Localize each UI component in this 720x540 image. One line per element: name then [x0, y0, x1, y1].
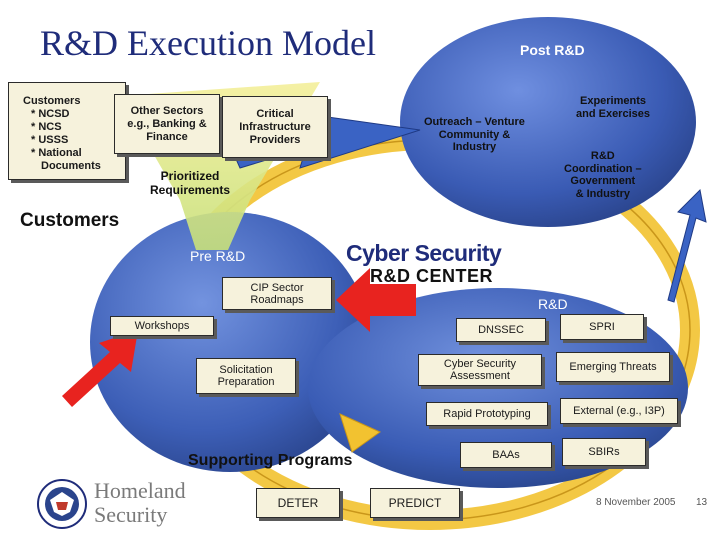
rd-item-spri: SPRI	[560, 314, 644, 340]
rd-title: R&D	[538, 296, 568, 312]
rd-item-label: DNSSEC	[478, 324, 524, 336]
logo-line-2: R&D CENTER	[370, 266, 494, 286]
solicitation-box: Solicitation Preparation	[196, 358, 296, 394]
cip-roadmaps-box: CIP Sector Roadmaps	[222, 277, 332, 310]
logo-line-1: Cyber Security	[346, 240, 502, 266]
blue-up-arrow	[667, 188, 707, 303]
rd-item-emerging-threats: Emerging Threats	[556, 352, 670, 382]
critical-infrastructure-line: Critical	[256, 107, 294, 120]
outreach-label: Outreach – Venture Community & Industry	[424, 116, 525, 154]
workshops-box: Workshops	[110, 316, 214, 336]
program-label: PREDICT	[388, 496, 442, 510]
customer-item: * USSS	[31, 134, 69, 146]
supporting-programs-label: Supporting Programs	[188, 452, 353, 469]
other-sectors-line: e.g., Banking &	[127, 117, 207, 130]
program-predict: PREDICT	[370, 488, 460, 518]
program-label: DETER	[277, 496, 319, 510]
rd-item-rapid-prototyping: Rapid Prototyping	[426, 402, 548, 426]
red-arrow-left	[62, 330, 138, 407]
critical-infrastructure-box: Critical Infrastructure Providers	[222, 96, 328, 158]
rd-item-label: BAAs	[492, 449, 520, 461]
workshops-label: Workshops	[134, 320, 190, 332]
outreach-line: Industry	[452, 141, 497, 154]
outreach-line: Community &	[438, 128, 511, 141]
cip-roadmaps-line: CIP Sector	[250, 281, 304, 294]
experiments-label: Experiments and Exercises	[576, 95, 650, 120]
coordination-line: Government	[570, 175, 636, 188]
critical-infrastructure-line: Providers	[249, 133, 301, 146]
prioritized-requirements-line: Requirements	[150, 182, 231, 197]
other-sectors-line: Other Sectors	[130, 104, 204, 117]
homeland-line-1: Homeland	[94, 478, 186, 503]
pre-rd-title: Pre R&D	[190, 248, 246, 264]
post-rd-title: Post R&D	[520, 42, 585, 58]
rd-item-baas: BAAs	[460, 442, 552, 468]
homeland-line-2: Security	[94, 502, 168, 527]
other-sectors-line: Finance	[146, 130, 188, 143]
rd-item-label: External (e.g., I3P)	[573, 405, 665, 417]
rd-item-cyber-assessment: Cyber Security Assessment	[418, 354, 542, 386]
solicitation-line: Solicitation	[219, 364, 273, 376]
rd-item-external: External (e.g., I3P)	[560, 398, 678, 424]
outreach-line: Outreach – Venture	[424, 116, 525, 128]
prioritized-requirements-line: Prioritized	[160, 169, 220, 183]
customer-item: Documents	[41, 160, 101, 172]
footer-date: 8 November 2005	[596, 497, 676, 508]
customers-box: Customers * NCSD * NCS * USSS * National…	[8, 82, 126, 180]
cip-roadmaps-line: Roadmaps	[250, 293, 304, 306]
rd-item-label: Cyber Security Assessment	[443, 358, 517, 382]
coordination-line: & Industry	[575, 187, 630, 200]
customers-label: Customers	[20, 210, 120, 231]
customer-item: * NCSD	[31, 108, 70, 120]
experiments-line: Experiments	[579, 95, 647, 107]
page-title: R&D Execution Model	[40, 23, 376, 63]
critical-infrastructure-line: Infrastructure	[239, 120, 311, 133]
homeland-security-logo: Homeland Security	[36, 476, 226, 532]
customer-item: * NCS	[31, 121, 62, 133]
rd-item-sbirs: SBIRs	[562, 438, 646, 466]
dhs-seal-icon	[37, 479, 87, 529]
customer-item: * National	[31, 147, 82, 159]
red-arrow-top	[336, 268, 416, 332]
footer-page-number: 13	[696, 497, 708, 508]
rd-item-dnssec: DNSSEC	[456, 318, 546, 342]
cyber-security-logo: Cyber Security R&D CENTER	[340, 240, 520, 288]
experiments-line: and Exercises	[576, 107, 650, 120]
coordination-line: R&D	[590, 150, 615, 162]
coordination-label: R&D Coordination – Government & Industry	[564, 150, 642, 201]
coordination-line: Coordination –	[564, 162, 642, 175]
program-deter: DETER	[256, 488, 340, 518]
post-rd-ellipse	[400, 17, 696, 227]
prioritized-requirements-label: Prioritized Requirements	[150, 169, 231, 198]
rd-item-label: Rapid Prototyping	[443, 408, 531, 420]
rd-item-label: SPRI	[589, 321, 615, 333]
rd-item-label: Emerging Threats	[569, 361, 657, 373]
other-sectors-box: Other Sectors e.g., Banking & Finance	[114, 94, 220, 154]
rd-item-label: SBIRs	[588, 446, 620, 458]
solicitation-line: Preparation	[217, 376, 275, 388]
customers-box-heading: Customers	[23, 95, 81, 107]
